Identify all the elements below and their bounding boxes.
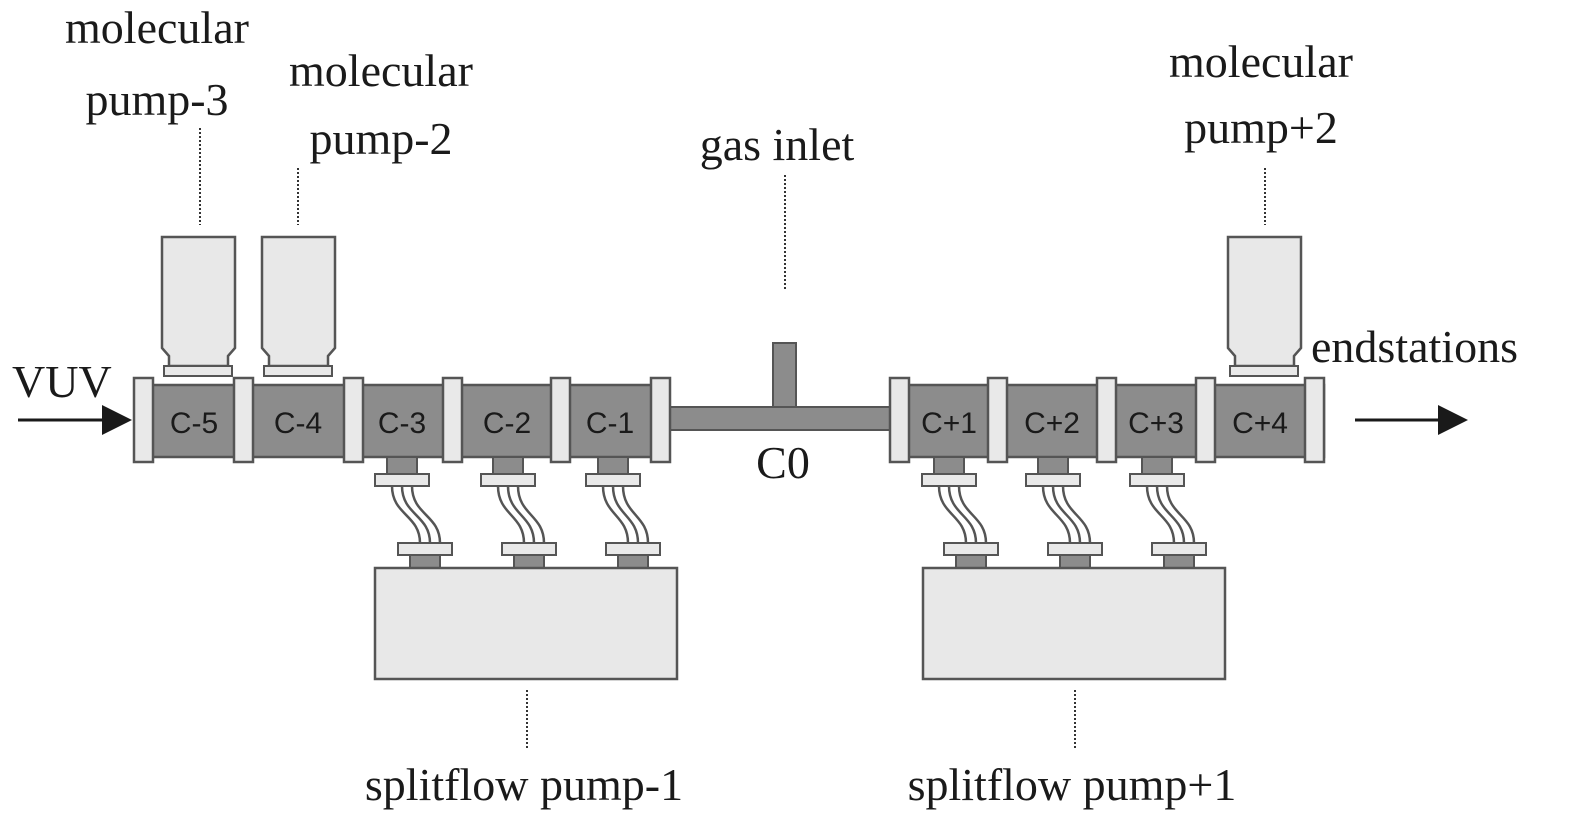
chamber-label-c-2: C-2 [483, 407, 531, 440]
gas-inlet-pipe [772, 342, 797, 410]
label-molecular-pump-2-line2: pump-2 [309, 113, 452, 164]
label-molecular-pump-2-line1: molecular [289, 45, 473, 96]
right-flanges [888, 376, 1326, 464]
c0-tube [667, 406, 893, 431]
label-c0: C0 [756, 437, 810, 488]
chamber-label-c-1: C-1 [586, 407, 634, 440]
chamber-label-c-4: C-4 [274, 407, 322, 440]
chamber-label-c+1: C+1 [921, 407, 977, 440]
chamber-label-c+3: C+3 [1128, 407, 1184, 440]
left-flanges [132, 376, 672, 464]
splitflow-pump-1-body [373, 566, 679, 681]
label-molecular-pump-plus2-line1: molecular [1169, 36, 1353, 87]
left-chamber-body [136, 383, 670, 459]
splitflow-connectors-left [374, 456, 661, 570]
molecular-pump-3 [160, 235, 237, 377]
splitflow-pump-plus1-body [921, 566, 1227, 681]
splitflow-connectors-right [921, 456, 1207, 570]
chamber-label-c+2: C+2 [1024, 407, 1080, 440]
label-splitflow-pump-plus1: splitflow pump+1 [908, 759, 1237, 810]
molecular-pump-plus2 [1226, 235, 1303, 377]
label-vuv: VUV [12, 356, 112, 407]
molecular-pump-2 [260, 235, 337, 377]
label-molecular-pump-3-line1: molecular [65, 2, 249, 53]
label-endstations: endstations [1311, 321, 1518, 372]
label-molecular-pump-plus2-line2: pump+2 [1184, 102, 1338, 153]
chamber-label-c-3: C-3 [378, 407, 426, 440]
label-molecular-pump-3-line2: pump-3 [85, 74, 228, 125]
label-splitflow-pump-1: splitflow pump-1 [365, 759, 683, 810]
chamber-label-c-5: C-5 [170, 407, 218, 440]
chamber-label-c+4: C+4 [1232, 407, 1288, 440]
label-gas-inlet: gas inlet [700, 119, 855, 170]
